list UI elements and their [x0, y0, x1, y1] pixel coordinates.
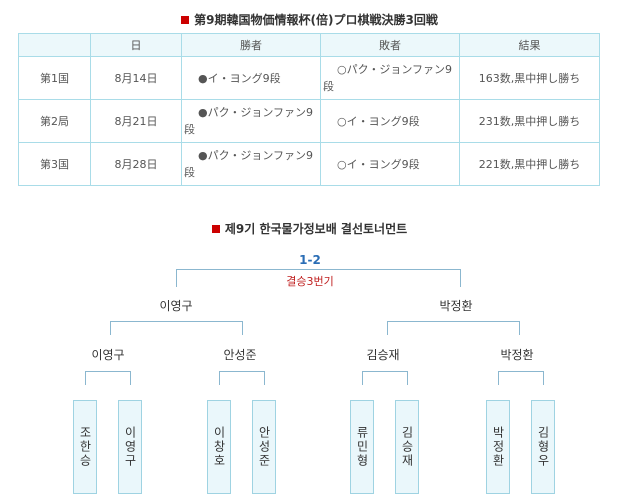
- quarter-player: 안성준: [223, 348, 257, 362]
- winner-cell: ●イ・ヨング9段: [181, 56, 321, 100]
- col-header-winner: 勝者: [181, 33, 321, 57]
- bracket-line: [519, 321, 520, 335]
- date-cell: 8月21日: [90, 99, 182, 143]
- bracket-line: [498, 371, 544, 372]
- bracket-line: [460, 269, 461, 287]
- bracket-line: [242, 321, 243, 335]
- col-header-date: 日: [90, 33, 182, 57]
- bracket-line: [498, 371, 499, 385]
- semi-player: 이영구: [159, 299, 193, 313]
- player-box: 안성준: [252, 400, 276, 494]
- bracket-line: [110, 321, 111, 335]
- winner-cell: ●パク・ジョンファン9段: [181, 142, 321, 186]
- table-row: 第3国 8月28日 ●パク・ジョンファン9段 ○イ・ヨング9段 221数,黒中押…: [18, 142, 600, 186]
- bracket-line: [219, 371, 220, 385]
- winner-cell: ●パク・ジョンファン9段: [181, 99, 321, 143]
- final-note: 결승3번기: [286, 275, 334, 288]
- player-box: 김승재: [395, 400, 419, 494]
- bracket-line: [362, 371, 408, 372]
- col-header-loser: 敗者: [320, 33, 460, 57]
- quarter-player: 박정환: [500, 348, 534, 362]
- result-cell: 231数,黒中押し勝ち: [459, 99, 600, 143]
- date-cell: 8月14日: [90, 56, 182, 100]
- player-box: 류민형: [350, 400, 374, 494]
- bracket-line: [264, 371, 265, 385]
- table-row: 第2局 8月21日 ●パク・ジョンファン9段 ○イ・ヨング9段 231数,黒中押…: [18, 99, 600, 143]
- game-cell: 第2局: [18, 99, 91, 143]
- bracket-line: [130, 371, 131, 385]
- bracket-line: [219, 371, 265, 372]
- final-score: 1-2: [299, 253, 321, 267]
- col-header: [18, 33, 91, 57]
- result-cell: 163数,黒中押し勝ち: [459, 56, 600, 100]
- bracket-line: [110, 321, 243, 322]
- bracket-line: [543, 371, 544, 385]
- semi-player: 박정환: [439, 299, 473, 313]
- bracket-line: [85, 371, 86, 385]
- date-cell: 8月28日: [90, 142, 182, 186]
- player-box: 이영구: [118, 400, 142, 494]
- bracket-line: [85, 371, 131, 372]
- bracket-line: [176, 269, 177, 287]
- tournament-title: 제9기 한국물가정보배 결선토너먼트: [0, 220, 619, 237]
- bracket-line: [407, 371, 408, 385]
- bracket-line: [176, 269, 461, 270]
- bracket-line: [362, 371, 363, 385]
- player-box: 이창호: [207, 400, 231, 494]
- bracket-line: [387, 321, 520, 322]
- game-cell: 第3国: [18, 142, 91, 186]
- table-header-row: 日 勝者 敗者 結果: [18, 33, 600, 57]
- quarter-player: 김승재: [366, 348, 400, 362]
- loser-cell: ○イ・ヨング9段: [320, 142, 460, 186]
- loser-cell: ○パク・ジョンファン9段: [320, 56, 460, 100]
- player-box: 조한승: [73, 400, 97, 494]
- player-box: 박정환: [486, 400, 510, 494]
- result-cell: 221数,黒中押し勝ち: [459, 142, 600, 186]
- table-row: 第1国 8月14日 ●イ・ヨング9段 ○パク・ジョンファン9段 163数,黒中押…: [18, 56, 600, 100]
- player-box: 김형우: [531, 400, 555, 494]
- results-table: 日 勝者 敗者 結果 第1国 8月14日 ●イ・ヨング9段 ○パク・ジョンファン…: [18, 33, 600, 186]
- red-square-icon: [181, 16, 190, 24]
- game-cell: 第1国: [18, 56, 91, 100]
- col-header-result: 結果: [459, 33, 600, 57]
- quarter-player: 이영구: [91, 348, 125, 362]
- loser-cell: ○イ・ヨング9段: [320, 99, 460, 143]
- bracket-line: [387, 321, 388, 335]
- match-title: 第9期韓国物価情報杯(倍)プロ棋戦決勝3回戦: [0, 11, 619, 28]
- red-square-icon: [211, 225, 220, 233]
